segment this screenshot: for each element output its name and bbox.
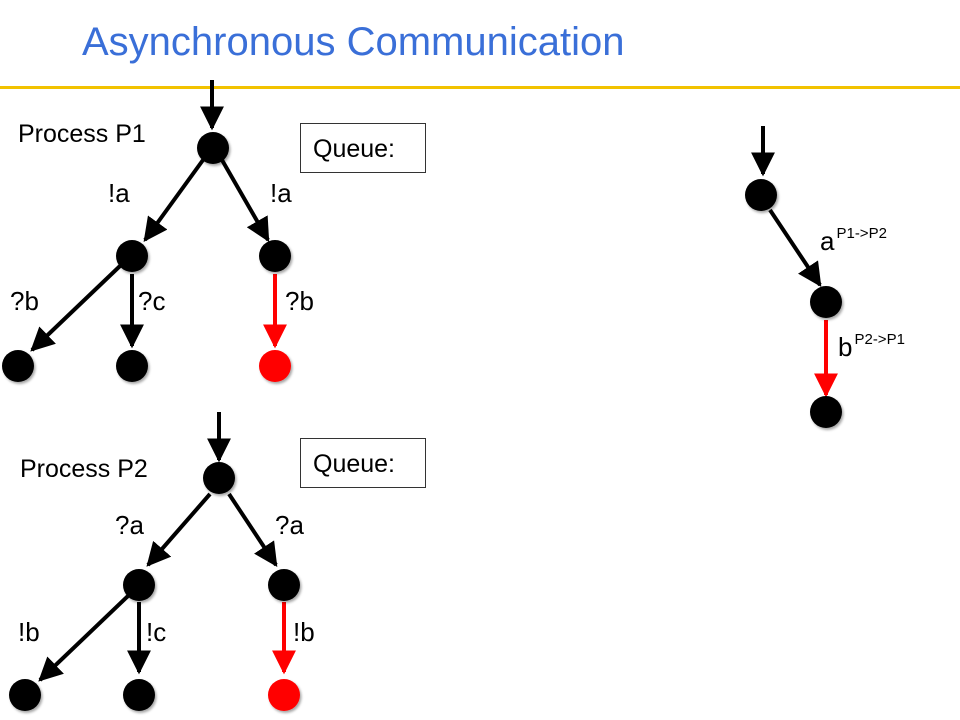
trace-node-3 [810,396,842,428]
p1-node-rr [259,350,291,382]
p2-queue-box: Queue: [300,438,426,488]
p1-node-right [259,240,291,272]
p1-edge-root-right [220,159,270,243]
trace-edge-a [768,208,822,287]
p1-tree [2,80,291,382]
trace-msg-a: a [820,226,835,256]
p2-node-rr [268,679,300,711]
p2-node-right [268,569,300,601]
p2-queue-label: Queue: [313,450,396,478]
p2-tree [9,412,300,711]
p1-edge-left-ll [30,264,122,352]
p1-process-label: Process P1 [18,120,146,148]
p2-edge-root-right [227,492,278,568]
p2-edge-left-ll [38,594,130,682]
p2-edge-label-lm: !c [146,617,167,647]
trace-msg-b: b [838,332,853,362]
trace-tree [745,126,842,428]
p2-node-root [203,462,235,494]
title-underline [0,86,960,89]
p1-edge-label-rr: ?b [285,286,314,316]
p2-edge-label-right-top: ?a [275,510,304,540]
p2-edge-label-ll: !b [18,617,40,647]
trace-node-2 [810,286,842,318]
p2-node-lm [123,679,155,711]
p1-node-left [116,240,148,272]
p2-node-ll [9,679,41,711]
p1-queue-label: Queue: [313,135,396,163]
trace-node-1 [745,179,777,211]
p1-node-lm [116,350,148,382]
p2-edge-label-left-top: ?a [115,510,144,540]
p2-process-label: Process P2 [20,455,148,483]
trace-msg-b-direction: P2->P1 [854,331,905,348]
p1-edge-label-lm: ?c [138,286,166,316]
p1-edge-root-left [143,158,205,242]
p1-node-root [197,132,229,164]
p1-edge-label-ll: ?b [10,286,39,316]
p2-node-left [123,569,155,601]
p1-edge-label-left-top: !a [108,178,130,208]
p2-edge-label-rr: !b [293,617,315,647]
slide-title: Asynchronous Communication [82,20,625,64]
p1-edge-label-right-top: !a [270,178,292,208]
trace-msg-a-direction: P1->P2 [836,225,887,242]
p2-edge-root-left [146,492,212,567]
p1-queue-box: Queue: [300,123,426,173]
p1-node-ll [2,350,34,382]
